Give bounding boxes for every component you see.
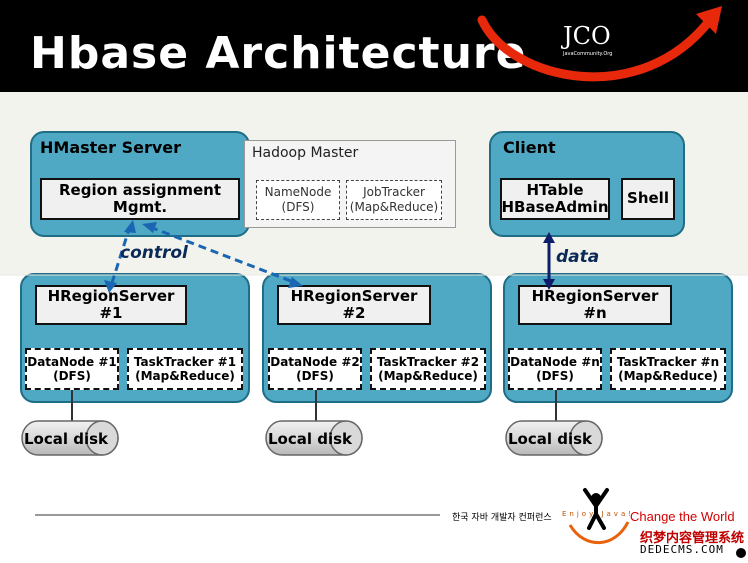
region-server-2-name: HRegionServer #2 [277, 285, 431, 325]
control-arrow-1-head-top [124, 220, 136, 233]
control-arrow-1 [109, 225, 132, 287]
corner-dot [736, 548, 746, 558]
hadoop-master-title: Hadoop Master [252, 145, 359, 161]
control-arrow-2-head-top [142, 222, 157, 233]
jobtracker-box: JobTracker (Map&Reduce) [346, 180, 442, 220]
local-disk-2-label: Local disk [268, 430, 353, 448]
control-arrow-2 [149, 225, 297, 285]
region-server-n-name: HRegionServer #n [518, 285, 672, 325]
hmaster-title: HMaster Server [40, 138, 182, 157]
control-label: control [120, 243, 188, 263]
swoosh-logo [477, 6, 722, 82]
data-arrow-head-bottom [543, 279, 555, 290]
jco-logo-text: JCO [563, 22, 611, 50]
jco-logo-subtext: JavaCommunity.Org [563, 51, 613, 57]
data-arrow-head-top [543, 232, 555, 243]
datanode-n-box: DataNode #n (DFS) [508, 348, 602, 390]
local-disk-1 [21, 420, 119, 456]
client-title: Client [503, 138, 556, 157]
htable-box: HTable HBaseAdmin [500, 178, 610, 220]
local-disk-2 [265, 420, 363, 456]
tasktracker-2-box: TaskTracker #2 (Map&Reduce) [370, 348, 486, 390]
enjoy-java-figure [568, 488, 630, 545]
shell-box: Shell [621, 178, 675, 220]
namenode-box: NameNode (DFS) [256, 180, 340, 220]
tasktracker-1-box: TaskTracker #1 (Map&Reduce) [127, 348, 243, 390]
region-server-1-name: HRegionServer #1 [35, 285, 187, 325]
change-the-world-label: Change the World [630, 509, 735, 524]
enjoy-java-label: Enjoy Java! [562, 510, 635, 518]
tasktracker-n-box: TaskTracker #n (Map&Reduce) [610, 348, 726, 390]
local-disk-n [505, 420, 603, 456]
slide-title: Hbase Architecture [30, 28, 527, 79]
data-label: data [556, 247, 600, 267]
local-disk-n-label: Local disk [508, 430, 593, 448]
datanode-2-box: DataNode #2 (DFS) [268, 348, 362, 390]
control-arrow-1-head-bottom [104, 280, 117, 293]
watermark-cn: 织梦内容管理系统 [640, 531, 745, 546]
region-assignment-box: Region assignment Mgmt. [40, 178, 240, 220]
local-disk-1-label: Local disk [24, 430, 109, 448]
watermark-url: DEDECMS.COM [640, 543, 724, 556]
datanode-1-box: DataNode #1 (DFS) [25, 348, 119, 390]
conference-label: 한국 자바 개발자 컨퍼런스 [452, 513, 552, 523]
control-arrow-2-head-bottom [288, 277, 303, 288]
